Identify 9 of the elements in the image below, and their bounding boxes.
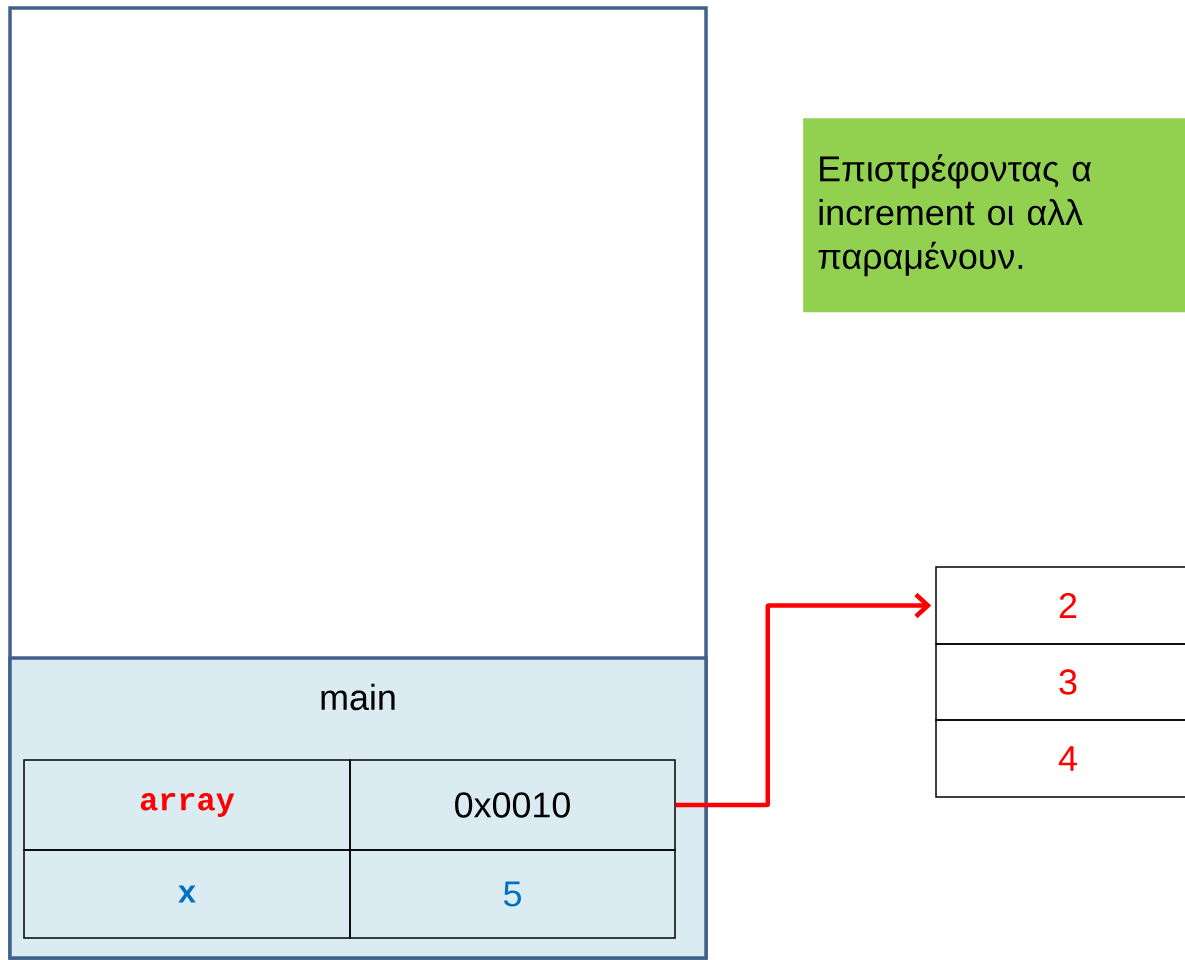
arrow xyxy=(675,592,932,808)
variable-name-cell: array xyxy=(23,759,351,851)
value-cell: 0x0010 xyxy=(349,759,676,851)
note-box: Επιστρέφοντας α increment οι αλλ παραμένουν. xyxy=(803,118,1185,313)
variable-name-cell: x xyxy=(23,849,351,939)
value-cell: 5 xyxy=(349,849,676,939)
array-cell: 2 xyxy=(935,566,1185,645)
array-cell: 3 xyxy=(935,643,1185,721)
array-cell: 4 xyxy=(935,719,1185,798)
